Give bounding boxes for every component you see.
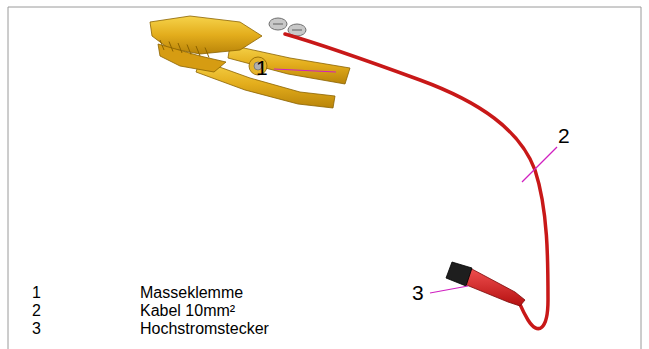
part-name: Kabel 10mm² bbox=[140, 302, 235, 320]
part-name: Masseklemme bbox=[140, 284, 243, 302]
frame bbox=[8, 7, 641, 349]
cable bbox=[285, 34, 548, 329]
leader-line bbox=[274, 69, 336, 72]
tooth bbox=[205, 48, 209, 58]
screw bbox=[273, 24, 302, 30]
legend-number: 2 bbox=[32, 302, 41, 320]
legend-number: 1 bbox=[32, 284, 41, 302]
tooth bbox=[178, 43, 182, 53]
tooth bbox=[187, 45, 191, 55]
leader-line bbox=[430, 286, 468, 293]
plug-tip bbox=[446, 262, 472, 286]
callout-number: 1 bbox=[256, 56, 268, 79]
clamp-jaw bbox=[158, 44, 226, 72]
callout-number: 3 bbox=[412, 281, 424, 304]
leader-line bbox=[522, 147, 557, 182]
plug-body bbox=[464, 268, 525, 306]
legend-number: 3 bbox=[32, 320, 41, 338]
part-name: Hochstromstecker bbox=[140, 320, 269, 338]
tooth bbox=[196, 46, 200, 56]
callout-number: 2 bbox=[558, 124, 570, 147]
clamp-handle bbox=[228, 45, 350, 84]
clamp-teeth bbox=[160, 40, 209, 58]
tooth bbox=[169, 42, 173, 52]
tooth bbox=[160, 40, 164, 50]
